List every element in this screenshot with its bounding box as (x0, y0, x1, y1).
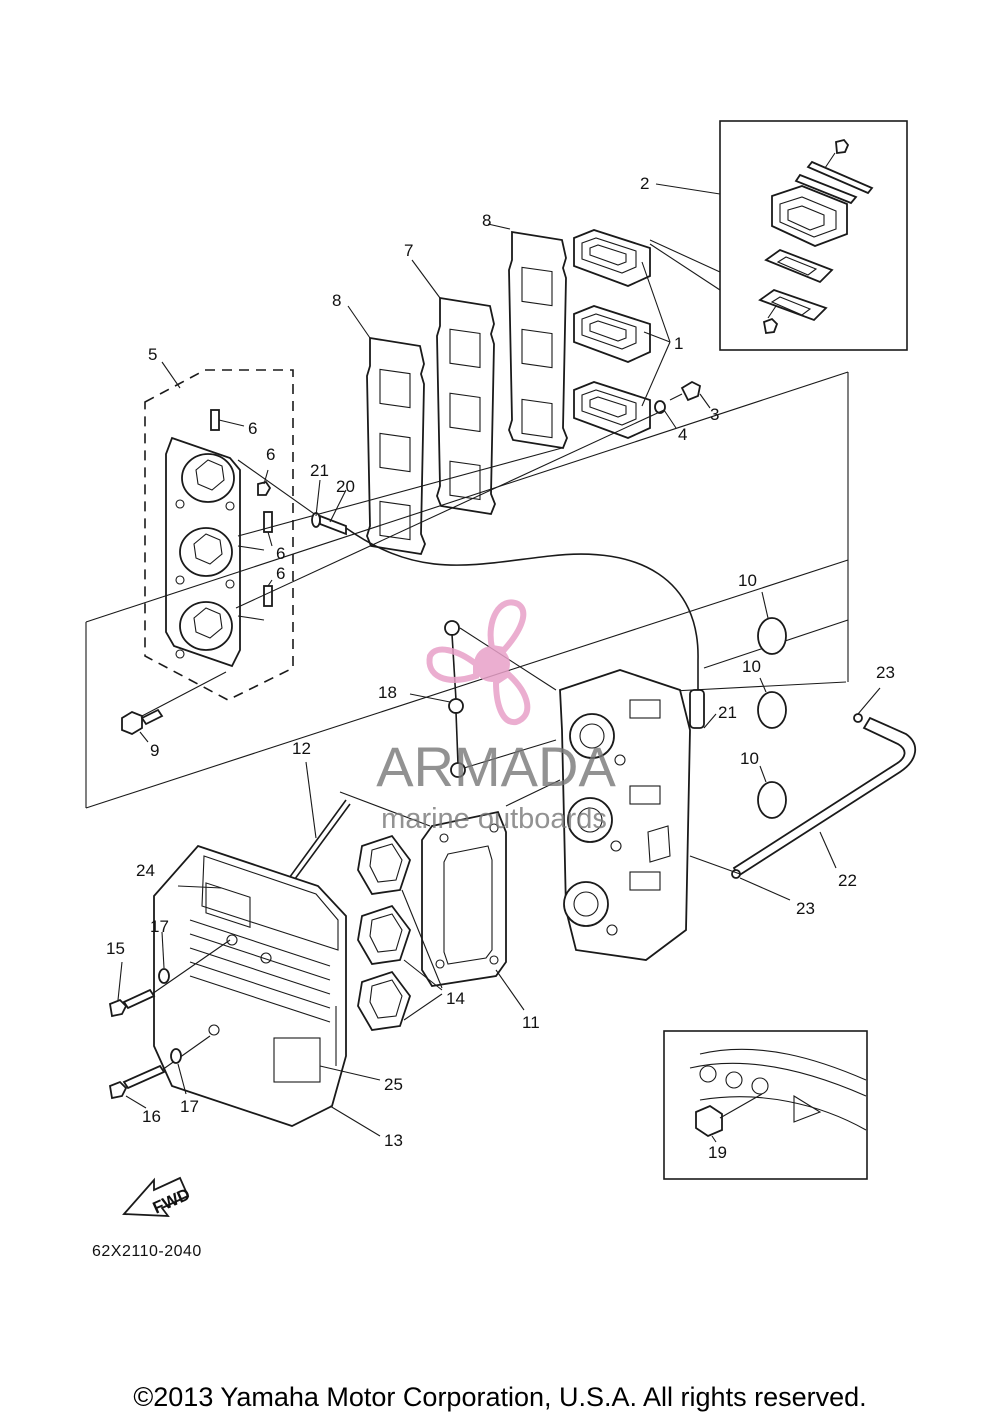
diagram-part-code: 62X2110-2040 (92, 1243, 202, 1260)
perspective-lines-lower (339, 779, 561, 827)
callout-16: 16 (142, 1107, 161, 1126)
callout-labels: 1 2 3 4 5 6 6 6 6 7 8 8 9 10 10 10 11 12… (106, 174, 895, 1162)
pipe-part-20 (311, 479, 705, 729)
screw-part-15 (108, 939, 231, 1018)
callout-8-right: 8 (482, 211, 491, 230)
armada-watermark: ARMADA marine outboards (376, 599, 616, 835)
callout-10c: 10 (740, 749, 759, 768)
callout-1: 1 (674, 334, 683, 353)
washer-part-17-upper (158, 931, 170, 984)
callout-5: 5 (148, 345, 157, 364)
callout-4: 4 (678, 425, 687, 444)
callout-6b: 6 (266, 445, 275, 464)
callout-22: 22 (838, 871, 857, 890)
hose-part-22 (689, 687, 916, 901)
callout-24: 24 (136, 861, 155, 880)
callout-6a: 6 (248, 419, 257, 438)
callout-19: 19 (708, 1143, 727, 1162)
callout-20: 20 (336, 477, 355, 496)
callout-7: 7 (404, 241, 413, 260)
watermark-name: ARMADA (376, 735, 616, 798)
callout-2: 2 (640, 174, 649, 193)
callout-21-left: 21 (310, 461, 329, 480)
gasket-8-right (487, 223, 568, 450)
propeller-logo (426, 599, 531, 726)
callout-12: 12 (292, 739, 311, 758)
watermark-tagline: marine outboards (381, 803, 607, 835)
washer-part-17-lower (170, 1048, 187, 1095)
callout-10a: 10 (738, 571, 757, 590)
bolt-part-9 (121, 671, 227, 743)
seals-part-14 (357, 834, 443, 1031)
plug-detail-inset (663, 1030, 868, 1180)
callout-14: 14 (446, 989, 465, 1008)
reed-valve-1 (573, 229, 651, 287)
reed-valve-3 (573, 381, 651, 439)
callout-6c: 6 (276, 544, 285, 563)
intake-manifold-part-5 (144, 361, 294, 701)
link-rod-part-18 (409, 620, 557, 778)
callout-23-lower: 23 (796, 899, 815, 918)
callout-17-upper: 17 (150, 917, 169, 936)
screw-part-3 (669, 380, 711, 409)
callout-17-lower: 17 (180, 1097, 199, 1116)
copyright-notice: ©2013 Yamaha Motor Corporation, U.S.A. A… (133, 1382, 866, 1412)
callout-23-upper: 23 (876, 663, 895, 682)
callout-15: 15 (106, 939, 125, 958)
washer-part-4 (654, 400, 677, 429)
gasket-8-left (347, 305, 426, 556)
callout-25: 25 (384, 1075, 403, 1094)
reed-valve-detail-inset (649, 120, 908, 351)
reed-valve-assemblies (573, 229, 671, 439)
alignment-lines (85, 371, 849, 809)
callout-3: 3 (710, 405, 719, 424)
intake-silencer-part-13 (153, 844, 381, 1137)
gasket-7 (411, 259, 496, 516)
callout-13: 13 (384, 1131, 403, 1150)
callout-18: 18 (378, 683, 397, 702)
callout-10b: 10 (742, 657, 761, 676)
callout-8-left: 8 (332, 291, 341, 310)
callout-11: 11 (522, 1013, 540, 1032)
reed-valve-2 (573, 305, 651, 363)
screw-part-16 (108, 1035, 211, 1109)
carburetor-assembly (559, 669, 691, 961)
callout-6d: 6 (276, 564, 285, 583)
callout-9: 9 (150, 741, 159, 760)
gasket-part-11 (421, 810, 525, 1011)
o-rings-part-10 (757, 591, 787, 819)
fwd-arrow: FWD (122, 1176, 193, 1218)
callout-21-right: 21 (718, 703, 737, 722)
